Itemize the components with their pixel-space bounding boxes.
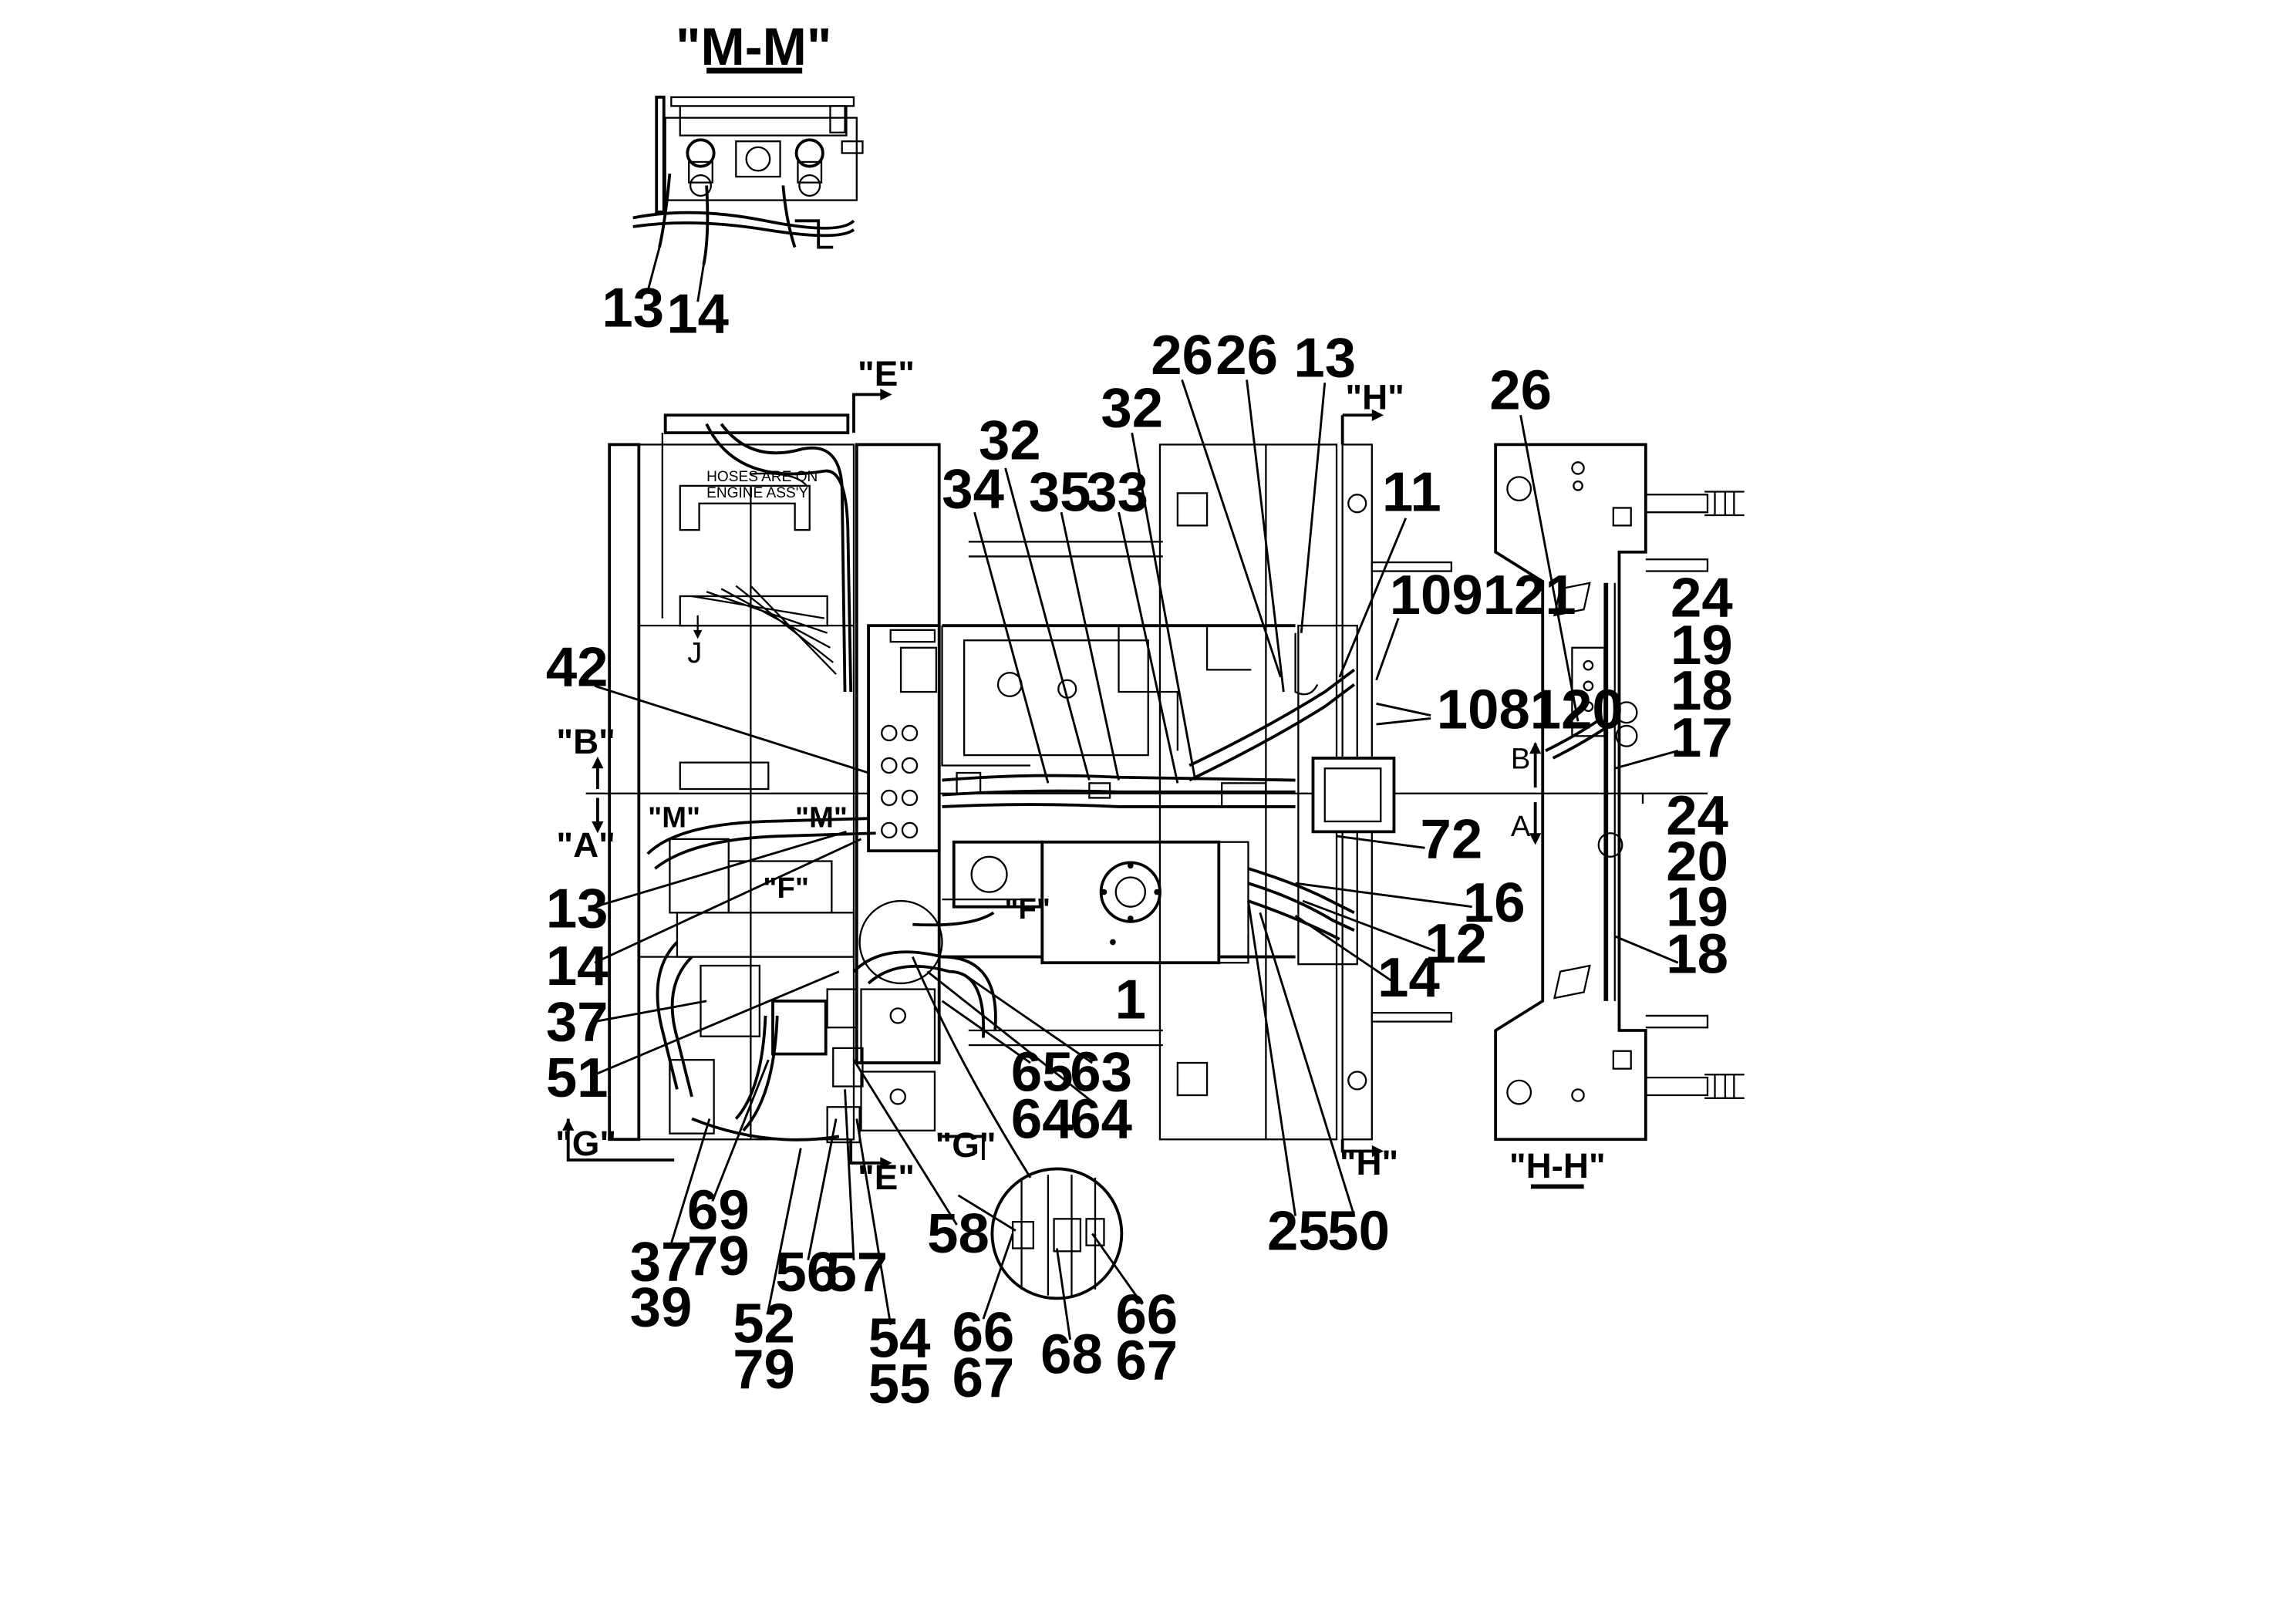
callout-109-121: 109121 [1390,564,1576,626]
callout-18b: 18 [1666,923,1728,986]
callout-26a: 26 [1151,324,1213,386]
callout-24b: 24 [1666,784,1728,847]
callout-58: 58 [927,1202,990,1265]
callout-12: 12 [1424,912,1487,975]
callout-108-120: 108120 [1437,679,1623,741]
callout-56: 56 [776,1241,838,1303]
callout-32a: 32 [979,409,1041,471]
callout-79b: 79 [733,1338,795,1401]
main-plan-view: "H" "H" "E" "E" "B" "A" "M" "M" "G" "G" … [555,354,1708,1300]
callout-67a: 67 [952,1347,1015,1409]
callout-18a: 18 [1671,659,1733,722]
callout-55: 55 [868,1353,931,1415]
callout-11: 11 [1382,460,1441,523]
callout-37-bottom: 37 [630,1230,693,1293]
callout-66a: 66 [952,1301,1015,1364]
callout-42: 42 [546,636,609,698]
callout-13-top: 13 [1293,327,1356,389]
view-b: "B" [556,722,615,761]
callout-68: 68 [1040,1324,1103,1386]
hoses-note-line2: ENGINE ASS'Y [706,485,808,501]
callout-19a: 19 [1671,614,1733,676]
callout-50: 50 [1327,1199,1390,1262]
callout-19b: 19 [1666,876,1728,939]
view-h-top: "H" [1345,378,1404,417]
callout-14-mm: 14 [666,282,729,345]
callout-labels: 26 26 13 26 32 32 34 35 33 11 109121 108… [546,324,1733,1415]
callout-69: 69 [687,1179,750,1242]
callout-51: 51 [546,1047,609,1109]
callout-54: 54 [868,1307,931,1370]
view-m-right: "M" [795,801,848,835]
hoses-note-line1: HOSES ARE ON [706,469,818,485]
callout-26c: 26 [1489,359,1552,422]
view-mm: "M-M" 13 14 [602,17,864,345]
view-hh-title: "H-H" [1509,1146,1606,1185]
callout-33: 33 [1086,460,1148,523]
view-g-right: "G" [936,1125,996,1165]
view-hh: B A "H-H" [1494,443,1745,1189]
view-f-right: "F" [1004,892,1050,926]
callout-32b: 32 [1101,376,1163,439]
callout-57: 57 [825,1241,888,1303]
view-j: J [687,636,702,669]
callout-65: 65 [1011,1040,1074,1103]
arrow-b-label: B [1511,742,1530,775]
callout-13-left: 13 [546,877,609,939]
callout-67b: 67 [1115,1329,1178,1391]
callout-39: 39 [630,1276,693,1339]
callout-20: 20 [1666,830,1728,892]
callout-52: 52 [733,1293,795,1355]
callout-24a: 24 [1671,567,1733,629]
callout-66b: 66 [1115,1283,1178,1346]
view-f-left: "F" [763,872,809,905]
view-m-left: "M" [648,801,700,835]
leader-lines [594,379,1679,1340]
callout-13-mm: 13 [602,277,664,339]
callout-63: 63 [1070,1040,1132,1103]
view-mm-title: "M-M" [676,17,831,76]
callout-25: 25 [1267,1199,1330,1262]
callout-72: 72 [1421,808,1483,871]
callout-34: 34 [942,457,1004,520]
callout-64b: 64 [1070,1088,1132,1150]
view-e-top: "E" [858,354,915,393]
view-a: "A" [556,825,615,865]
view-g-left: "G" [555,1124,616,1163]
callout-16: 16 [1463,872,1526,934]
callout-14-left: 14 [546,935,609,997]
callout-26b: 26 [1215,324,1278,386]
callout-79a: 79 [687,1225,750,1287]
callout-17: 17 [1671,706,1733,769]
view-h-bottom: "H" [1340,1143,1399,1182]
arrow-a-label: A [1511,810,1531,843]
callout-1: 1 [1115,969,1146,1031]
callout-37-left: 37 [546,990,609,1053]
callout-64a: 64 [1011,1088,1074,1150]
callout-14-right: 14 [1377,946,1440,1009]
callout-35: 35 [1029,460,1091,523]
